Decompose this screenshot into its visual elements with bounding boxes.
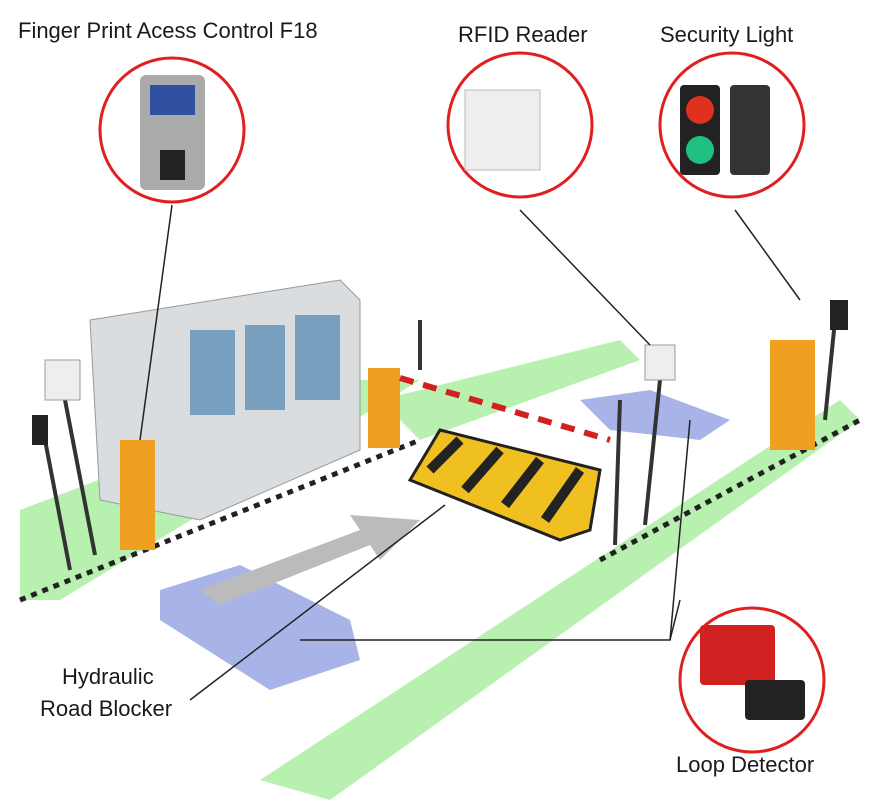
direction-arrow — [200, 515, 420, 605]
leader-lines — [139, 204, 801, 701]
loop-detector-icon — [700, 625, 775, 685]
rfid-panel — [644, 344, 676, 381]
green-lane-middle — [380, 340, 640, 440]
barrier-arm — [399, 375, 611, 443]
barrier-gate-right — [770, 340, 815, 450]
loop-detector-label: Loop Detector — [676, 752, 815, 777]
traffic-light — [32, 415, 48, 445]
blocker-stripes — [426, 436, 585, 523]
booth-window — [245, 325, 285, 410]
booth-window — [190, 330, 235, 415]
road-blocker-label-line1: Hydraulic — [62, 664, 154, 689]
rfid-reader-icon — [464, 89, 541, 171]
fingerprint-pedestal — [120, 440, 155, 550]
booth-window — [295, 315, 340, 400]
road-blocker-label-line2: Road Blocker — [40, 696, 173, 721]
barrier-gate-left — [368, 368, 400, 448]
traffic-light — [830, 300, 848, 330]
fingerprint-label: Finger Print Acess Control F18 — [18, 18, 318, 43]
rfid-label: RFID Reader — [458, 22, 588, 47]
security-light-label: Security Light — [660, 22, 794, 47]
poles — [43, 319, 837, 571]
rfid-panel — [44, 359, 81, 401]
curb-right — [598, 417, 862, 563]
